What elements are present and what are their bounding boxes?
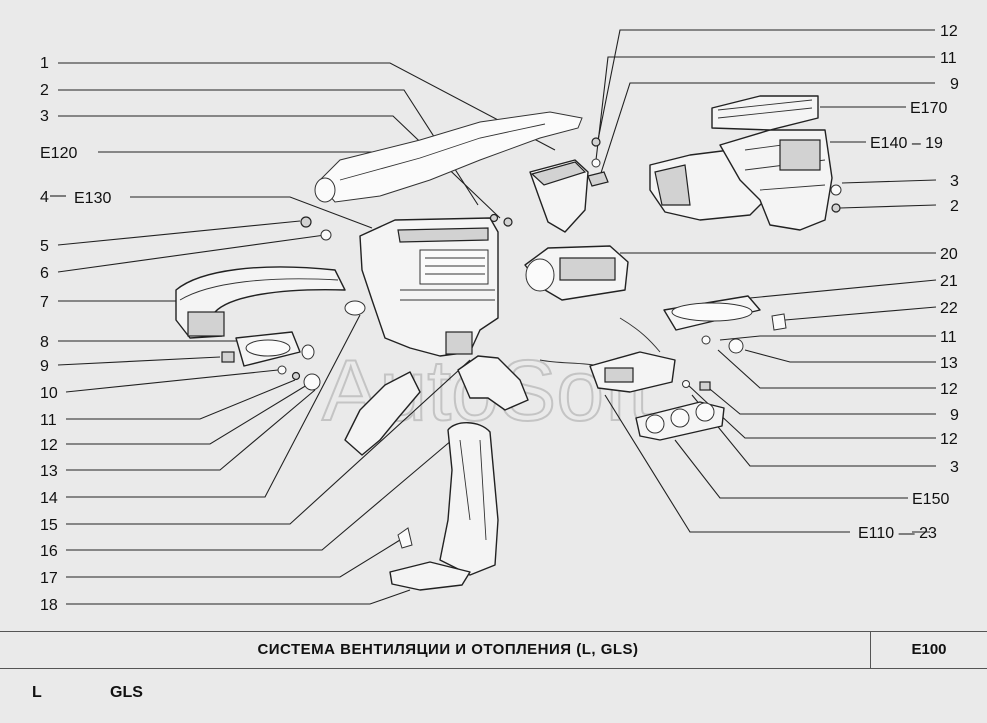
heater-control-unit bbox=[539, 317, 744, 393]
label-e140: E140 – 19 bbox=[870, 135, 943, 152]
floor-outlet bbox=[389, 527, 471, 591]
label-r13: 13 bbox=[940, 355, 958, 372]
label-r21: 21 bbox=[940, 273, 958, 290]
diagram-footer: СИСТЕМА ВЕНТИЛЯЦИИ И ОТОПЛЕНИЯ (L, GLS) … bbox=[0, 631, 987, 669]
label-1: 1 bbox=[40, 55, 49, 72]
leader-lines bbox=[50, 29, 937, 605]
diagram-title: СИСТЕМА ВЕНТИЛЯЦИИ И ОТОПЛЕНИЯ (L, GLS) bbox=[26, 632, 871, 668]
label-e170: E170 bbox=[910, 100, 947, 117]
part-7-flex-duct bbox=[175, 266, 346, 339]
model-l: L bbox=[32, 684, 42, 701]
label-r20: 20 bbox=[940, 246, 958, 263]
label-17: 17 bbox=[40, 570, 58, 587]
label-e110: E110 — 23 bbox=[858, 525, 937, 542]
part-8-vent bbox=[221, 331, 315, 367]
label-8: 8 bbox=[40, 334, 49, 351]
label-e150: E150 bbox=[912, 491, 949, 508]
label-14: 14 bbox=[40, 490, 58, 507]
right-fasteners bbox=[587, 137, 842, 213]
label-9: 9 bbox=[40, 358, 49, 375]
label-r3b: 3 bbox=[950, 459, 959, 476]
label-6: 6 bbox=[40, 265, 49, 282]
label-r12b: 12 bbox=[940, 381, 958, 398]
label-e120: E120 bbox=[40, 145, 77, 162]
label-r9a: 9 bbox=[950, 76, 959, 93]
label-15: 15 bbox=[40, 517, 58, 534]
control-panel-bezel bbox=[635, 401, 725, 441]
label-10: 10 bbox=[40, 385, 58, 402]
cabin-filter bbox=[711, 95, 819, 131]
label-3: 3 bbox=[40, 108, 49, 125]
label-16: 16 bbox=[40, 543, 58, 560]
label-r22: 22 bbox=[940, 300, 958, 317]
label-2: 2 bbox=[40, 82, 49, 99]
label-r9b: 9 bbox=[950, 407, 959, 424]
model-gls: GLS bbox=[110, 684, 143, 701]
blower-assembly bbox=[649, 129, 833, 231]
diagram-code: E100 bbox=[911, 641, 947, 658]
label-12: 12 bbox=[40, 437, 58, 454]
label-7: 7 bbox=[40, 294, 49, 311]
parts-diagram: AutoSoft bbox=[40, 23, 959, 614]
label-r12a: 12 bbox=[940, 23, 958, 40]
label-r2: 2 bbox=[950, 198, 959, 215]
part-21-vent-grille bbox=[663, 295, 787, 331]
label-13: 13 bbox=[40, 463, 58, 480]
part-1-duct bbox=[529, 159, 589, 233]
label-e130: E130 bbox=[74, 190, 111, 207]
label-11: 11 bbox=[40, 412, 57, 429]
label-r3a: 3 bbox=[950, 173, 959, 190]
label-r12c: 12 bbox=[940, 431, 958, 448]
left-fasteners bbox=[277, 213, 513, 391]
part-20-center-vent bbox=[524, 245, 629, 301]
right-labels: 12 11 9 E170 E140 – 19 3 2 20 21 22 11 1… bbox=[858, 23, 959, 542]
left-labels: 1 2 3 E120 4 E130 5 6 7 8 9 10 11 12 13 … bbox=[40, 55, 111, 614]
defroster-duct bbox=[314, 111, 583, 203]
label-4: 4 bbox=[40, 189, 49, 206]
label-r11b: 11 bbox=[940, 329, 957, 346]
heater-unit bbox=[359, 217, 499, 357]
lower-foot-ducts bbox=[344, 355, 529, 576]
label-18: 18 bbox=[40, 597, 58, 614]
label-r11a: 11 bbox=[940, 50, 957, 67]
label-5: 5 bbox=[40, 238, 49, 255]
